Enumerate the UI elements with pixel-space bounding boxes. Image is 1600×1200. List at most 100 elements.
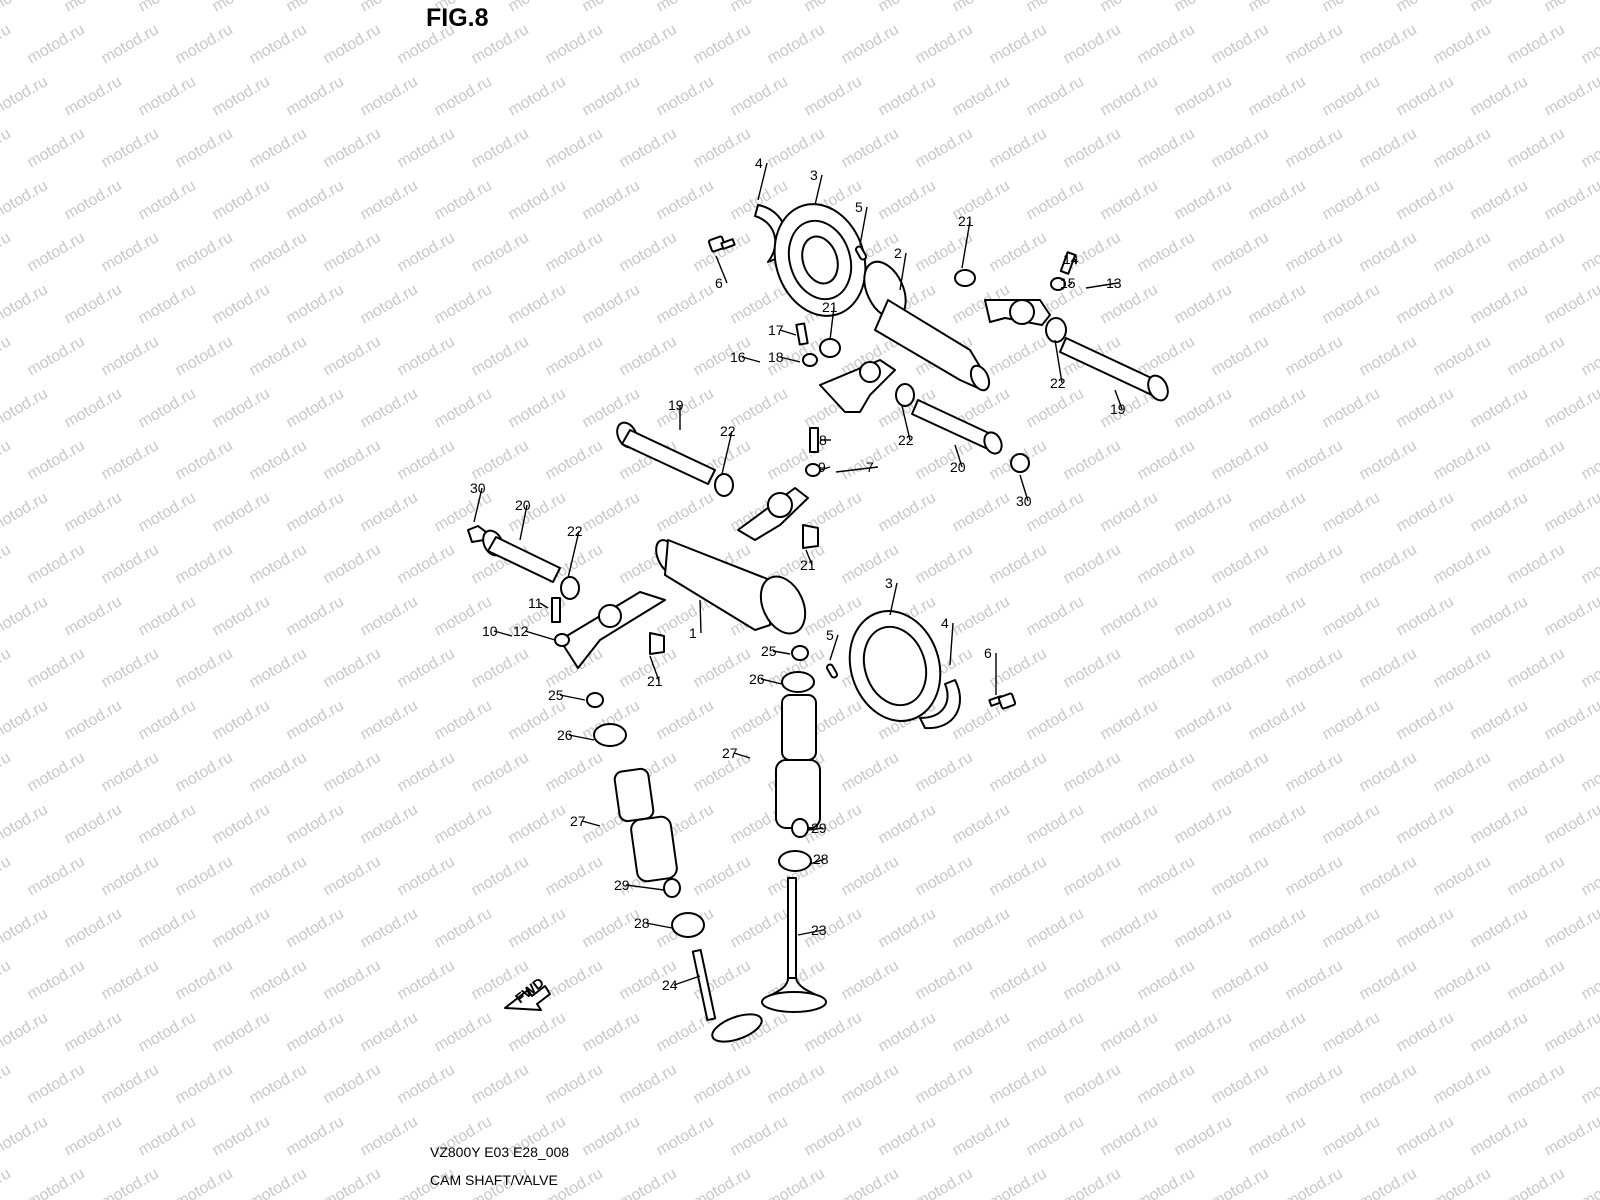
part-number-label: 29 (614, 877, 630, 893)
part-number-label: 28 (634, 915, 650, 931)
callout-leader-line (721, 430, 733, 475)
part-number-label: 9 (818, 459, 826, 475)
washer-mid (895, 383, 915, 407)
callout-leader-line (1019, 474, 1029, 502)
part-number-label: 7 (866, 459, 874, 475)
part-number-label: 14 (1063, 251, 1079, 267)
figure-title: FIG.8 (426, 4, 489, 32)
callout-leader-line (859, 206, 868, 246)
camshaft-lower (655, 539, 807, 635)
retainer-clip-lower (919, 679, 961, 730)
gasket-center (802, 524, 819, 549)
part-number-label: 4 (941, 615, 949, 631)
callout-leader-line (699, 599, 702, 634)
gasket-mid (819, 338, 841, 358)
part-number-label: 27 (722, 745, 738, 761)
callout-leader-line (829, 306, 835, 341)
callout-leader-line (741, 356, 761, 363)
callout-leader-line (539, 602, 549, 609)
callout-leader-line (1074, 258, 1077, 265)
lock-nut-left (554, 633, 570, 647)
callout-leader-line (581, 820, 601, 827)
callout-leader-line (809, 858, 826, 865)
callout-leader-line (901, 405, 911, 441)
callout-leader-line (779, 329, 797, 336)
valve-springs-right (775, 694, 821, 829)
part-number-label: 29 (811, 820, 827, 836)
cam-sprocket-lower (848, 610, 942, 722)
callout-leader-line (889, 582, 898, 616)
part-number-label: 10 (482, 623, 498, 639)
callout-leader-line (805, 549, 813, 566)
adjuster-screw-upper (1059, 251, 1077, 275)
lock-nut-upper (1050, 277, 1066, 291)
washer-upper-right (1045, 317, 1067, 343)
part-number-label: 5 (826, 627, 834, 643)
callout-leader-line (835, 466, 879, 473)
part-number-label: 3 (885, 575, 893, 591)
callout-leader-line (645, 922, 673, 929)
callout-leader-line (807, 827, 824, 831)
rocker-shaft-upper-right (1059, 337, 1169, 402)
part-number-label: 25 (761, 643, 777, 659)
callout-leader-line (1085, 282, 1119, 289)
bolt-upper (707, 235, 736, 253)
part-number-label: 13 (1106, 275, 1122, 291)
callout-leader-line (493, 630, 513, 637)
cotter-right (791, 645, 809, 661)
callout-leader-line (519, 504, 528, 541)
part-number-label: 18 (768, 349, 784, 365)
part-number-label: 27 (570, 813, 586, 829)
adjuster-screw-left (551, 597, 561, 623)
rocker-shaft-left (616, 421, 716, 485)
part-number-label: 23 (811, 922, 827, 938)
part-number-label: 21 (647, 673, 663, 689)
part-number-label: 21 (822, 299, 838, 315)
callout-leader-line (819, 466, 831, 471)
part-number-label: 15 (1060, 275, 1076, 291)
part-number-label: 26 (749, 671, 765, 687)
gasket-upper-right (954, 269, 976, 287)
part-number-label: 19 (668, 397, 684, 413)
part-number-label: 11 (528, 595, 543, 611)
valve-springs-left (613, 767, 678, 883)
callout-leader-line (1054, 339, 1063, 384)
part-number-label: 24 (662, 977, 678, 993)
callout-leader-line (568, 734, 595, 741)
part-number-label: 6 (715, 275, 723, 291)
washer-lower-left (560, 576, 580, 600)
part-callouts: 1233445566789101112131415161718191920202… (470, 155, 1126, 993)
part-number-label: 20 (950, 459, 966, 475)
spring-seat-right (778, 850, 812, 872)
part-number-label: 20 (515, 497, 531, 513)
valve-intake (691, 948, 763, 1043)
part-number-label: 16 (730, 349, 746, 365)
callout-leader-line (524, 630, 556, 641)
cam-sprocket-upper (773, 203, 867, 317)
callout-leader-line (949, 622, 954, 666)
callout-leader-line (760, 678, 783, 685)
callout-leader-line (715, 255, 728, 284)
callout-leader-line (899, 252, 907, 291)
part-number-label: 25 (548, 687, 564, 703)
callout-leader-line (649, 655, 660, 682)
section-name: CAM SHAFT/VALVE (430, 1172, 558, 1188)
gasket-lower (649, 632, 665, 655)
part-number-label: 1 (689, 625, 697, 641)
part-number-label: 22 (1050, 375, 1066, 391)
callout-leader-line (1114, 389, 1123, 410)
rocker-arm-upper-right (984, 299, 1051, 326)
callout-leader-line (559, 694, 586, 701)
valve-seal-left (663, 878, 681, 898)
part-number-label: 5 (855, 199, 863, 215)
forward-arrow-icon: FWD (504, 974, 551, 1011)
part-number-label: 26 (557, 727, 573, 743)
callout-leader-line (961, 220, 971, 269)
part-number-label: 22 (898, 432, 914, 448)
spring-retainer-left (593, 723, 627, 747)
spring-seat-left (671, 912, 705, 938)
callout-leader-line (797, 929, 824, 936)
part-number-label: 30 (470, 480, 486, 496)
